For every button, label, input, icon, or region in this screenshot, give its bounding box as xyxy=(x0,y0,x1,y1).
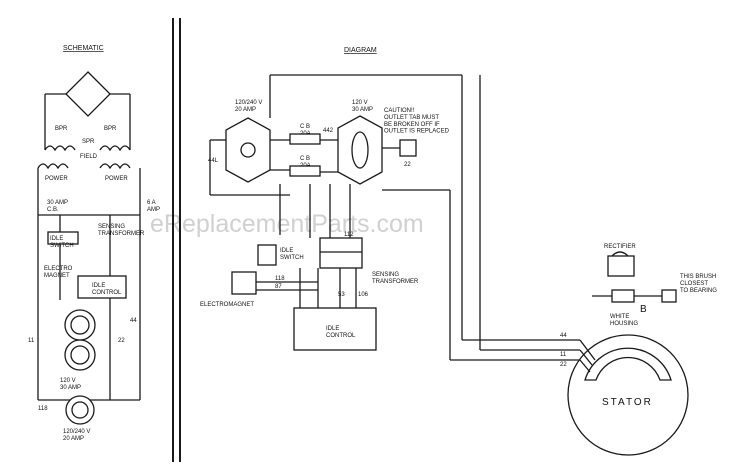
diagram-wire-22: 22 xyxy=(560,362,567,368)
diagram-cb-top xyxy=(289,133,321,145)
schematic-power-left: POWER xyxy=(45,176,68,182)
schematic-outlet-240v xyxy=(65,395,95,425)
schematic-field: FIELD xyxy=(80,154,98,160)
schematic-power-right: POWER xyxy=(105,176,128,182)
diagram-cb-mid xyxy=(289,165,321,177)
diagram-wire-106: 106 xyxy=(358,292,369,298)
diagram-wire-44: 44 xyxy=(560,333,567,339)
schematic-wire-118: 118 xyxy=(38,406,48,412)
schematic-wire-44: 44 xyxy=(130,318,137,324)
diagram-letter-b: B xyxy=(640,304,649,315)
diagram-sensing-transformer xyxy=(319,237,363,269)
schematic-idle-switch xyxy=(47,231,79,245)
schematic-title: SCHEMATIC xyxy=(63,45,104,52)
schematic-outlet-120v xyxy=(64,309,96,371)
diagram-idle-control xyxy=(293,307,377,351)
diagram-main-harness xyxy=(209,74,580,361)
diagram-title: DIAGRAM xyxy=(344,47,377,54)
schematic-power-coils xyxy=(37,163,131,170)
diagram-wire-11: 11 xyxy=(560,352,567,358)
diagram-wire-112: 112 xyxy=(344,232,354,238)
diagram-outlet-left xyxy=(225,117,271,183)
diagram-rectifier-label: RECTIFIER xyxy=(604,244,636,250)
diagram-wire-442: 442 xyxy=(323,128,334,134)
schematic-main-wiring xyxy=(37,168,141,401)
schematic-bpr-right: BPR xyxy=(104,126,117,132)
diagram-electromagnet-label: ELECTROMAGNET xyxy=(200,302,254,308)
watermark: eReplacementParts.com xyxy=(150,210,424,238)
diagram-wire-87: 87 xyxy=(275,284,282,290)
schematic-wire-22: 22 xyxy=(118,338,125,344)
diagram-wire-22b: 22 xyxy=(404,162,411,168)
schematic-spr: SPR xyxy=(82,139,95,145)
diagram-stator xyxy=(567,334,689,456)
diagram-electromagnet xyxy=(231,271,257,295)
diagram-control-wiring xyxy=(256,268,357,308)
diagram-rectifier xyxy=(607,251,635,277)
schematic-wire-11: 11 xyxy=(28,338,35,344)
diagram-outlet-right xyxy=(337,115,383,185)
diagram-wire-44l: 44L xyxy=(208,158,219,164)
diagram-plug-connector xyxy=(382,139,417,157)
diagram-wire-118: 118 xyxy=(275,276,285,282)
schematic-field-coil xyxy=(44,145,131,152)
diagram-wire-53: 53 xyxy=(338,292,345,298)
schematic-idle-control xyxy=(77,275,127,299)
diagram-idle-switch xyxy=(257,244,277,266)
schematic-bpr-left: BPR xyxy=(55,126,68,132)
schematic-bridge-rectifier xyxy=(44,71,131,120)
diagram-stator-label: STATOR xyxy=(602,397,653,408)
diagram-brush-holder xyxy=(592,289,677,303)
